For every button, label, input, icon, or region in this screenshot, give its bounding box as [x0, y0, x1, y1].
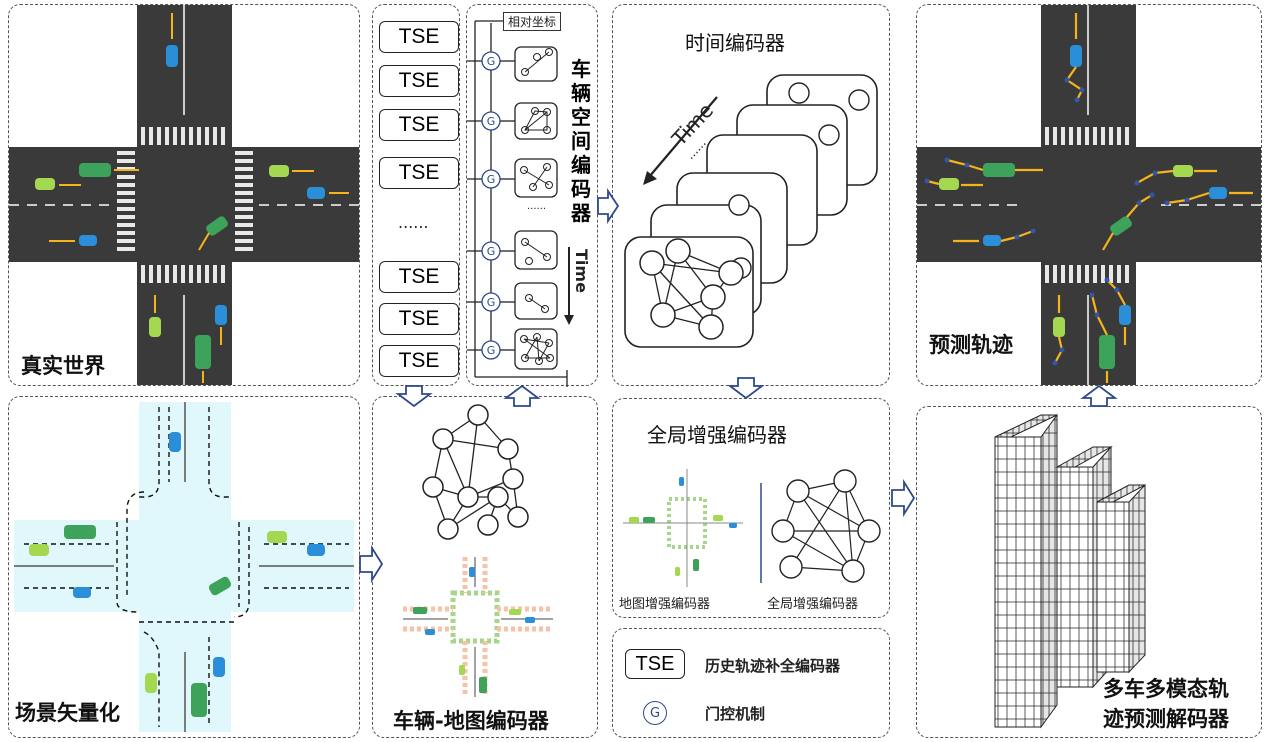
temporal-encoder-panel: 时间编码器 Time ...... [612, 4, 890, 386]
spatial-encoder-char: 器 [571, 201, 591, 225]
tse-box: TSE [379, 345, 459, 377]
svg-text:G: G [487, 344, 496, 357]
tse-column-panel: TSE TSE TSE TSE ...... TSE TSE TSE [372, 4, 460, 386]
gate-row: G [467, 158, 558, 198]
spatial-encoder-char: 空 [571, 105, 591, 129]
gate-row: G [467, 328, 558, 370]
temporal-graph-stack: Time ...... [624, 74, 878, 348]
tse-box: TSE [379, 109, 459, 141]
legend-gate-symbol: G [643, 701, 667, 725]
temporal-encoder-label: 时间编码器 [685, 31, 785, 55]
vehicle-map-encoder-label: 车辆-地图编码器 [393, 709, 549, 733]
tse-box: TSE [379, 65, 459, 97]
gate-row: G [467, 230, 558, 270]
gate-row: G [467, 282, 558, 320]
global-enhanced-encoder-panel: 全局增强编码器 地图增强编码器 全局增强编码器 [612, 398, 890, 618]
spatial-encoder-char: 间 [571, 129, 591, 153]
intersection-scene [9, 5, 359, 385]
spatial-time-label: Time [572, 249, 591, 293]
svg-text:G: G [487, 115, 496, 128]
svg-text:......: ...... [527, 201, 546, 212]
predicted-trajectory-label: 预测轨迹 [929, 333, 1013, 357]
real-world-panel: 真实世界 [8, 4, 360, 386]
spatial-encoder-char: 编 [571, 153, 591, 177]
global-sub-encoder-label: 全局增强编码器 [767, 597, 859, 612]
spatial-encoder-char: 码 [571, 177, 591, 201]
spatial-encoder-char: 辆 [571, 81, 591, 105]
predicted-trajectory-panel: 预测轨迹 [916, 4, 1262, 386]
scene-vectorization-panel: 场景矢量化 [8, 396, 360, 738]
predicted-scene [917, 5, 1261, 385]
svg-text:G: G [487, 296, 496, 309]
spatial-graph-stack: G G G ...... G [467, 20, 574, 387]
tse-box: TSE [379, 157, 459, 189]
tse-box: TSE [379, 303, 459, 335]
legend-tse-desc: 历史轨迹补全编码器 [705, 657, 841, 675]
vectorized-scene [14, 402, 354, 732]
global-enhanced-encoder-label: 全局增强编码器 [647, 423, 787, 447]
tse-ellipsis: ...... [398, 213, 429, 232]
legend-gate-desc: 门控机制 [705, 705, 766, 723]
relative-coord-label: 相对坐标 [503, 12, 562, 31]
tse-box: TSE [379, 21, 459, 53]
gate-row: G [467, 102, 558, 140]
legend-tse-symbol: TSE [625, 649, 685, 679]
spatial-encoder-char: 车 [571, 57, 591, 81]
arrow-right-global-to-decoder [891, 478, 916, 518]
svg-text:G: G [487, 55, 496, 68]
real-world-label: 真实世界 [21, 354, 105, 378]
gate-row: G [467, 46, 558, 82]
decoder-blocks [994, 413, 1146, 729]
decoder-panel: 多车多模态轨 迹预测解码器 [916, 406, 1262, 738]
vehicle-map-encoder-panel: 车辆-地图编码器 [372, 396, 598, 738]
global-enhanced-figures [623, 469, 881, 587]
scene-vectorization-label: 场景矢量化 [15, 701, 120, 725]
vehicle-map-graph [403, 404, 553, 697]
svg-text:G: G [487, 245, 496, 258]
spatial-encoder-panel: 相对坐标 G G G .... [466, 4, 598, 387]
svg-text:G: G [487, 173, 496, 186]
arrow-up-decoder-to-predicted [1080, 384, 1118, 407]
decoder-label-line1: 多车多模态轨 [1103, 677, 1229, 701]
legend-panel: TSE 历史轨迹补全编码器 G 门控机制 [612, 628, 890, 738]
tse-box: TSE [379, 261, 459, 293]
decoder-label-line2: 迹预测解码器 [1103, 707, 1229, 731]
map-enhanced-encoder-label: 地图增强编码器 [619, 597, 711, 612]
